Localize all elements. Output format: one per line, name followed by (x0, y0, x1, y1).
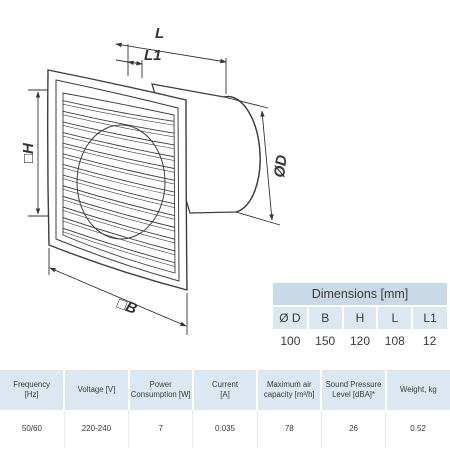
spec-value-air-capacity: 78 (256, 410, 322, 448)
spec-header-frequency: Frequency[Hz] (0, 370, 65, 410)
label-L: L (155, 25, 164, 42)
dimensions-table-value-row: 100 150 120 108 12 (273, 329, 447, 353)
grille-louvre (63, 99, 175, 123)
grille-louvre (63, 184, 175, 217)
dimension-value: 120 (349, 334, 370, 348)
dimension-key: H (341, 305, 378, 329)
grille-louvre (63, 141, 175, 170)
grille-louvre-edge (63, 103, 175, 127)
grille-louvre (63, 216, 175, 253)
grille-louvre-edge (63, 135, 175, 162)
dimensions-table-header-row: Ø D B H L L1 (273, 305, 447, 329)
label-B: □B (115, 295, 140, 318)
dimensions-table: Dimensions [mm] Ø D B H L L1 100 150 120… (273, 283, 447, 353)
dim-line-L1 (127, 60, 143, 66)
inlet-circle (76, 124, 166, 240)
dim-line-L (115, 42, 227, 64)
spec-value-weight: 0.52 (385, 410, 450, 448)
grille-louvre-edge (63, 145, 175, 174)
dimension-key: Ø D (273, 305, 308, 329)
dimension-key: B (306, 305, 343, 329)
dim-line-B (49, 267, 187, 327)
grille-louvre (63, 173, 175, 206)
dimension-key: L1 (411, 305, 447, 329)
dimension-value: 150 (315, 334, 336, 348)
spec-value-voltage: 220-240 (63, 410, 129, 448)
grille-louvre-edge (63, 166, 175, 197)
dimensions-table-title: Dimensions [mm] (273, 283, 447, 306)
grille-louvre (63, 131, 175, 158)
grille-louvre-edge (63, 177, 175, 209)
grille-louvre-edge (63, 113, 175, 138)
spec-header-current: Current[A] (191, 370, 258, 410)
grille-louvre-edge (63, 209, 175, 245)
fan-technical-drawing: L L1 □H □B ØD (20, 25, 291, 335)
grille-louvre (63, 110, 175, 135)
grille (63, 99, 175, 268)
label-H: □H (20, 142, 37, 163)
grille-louvre (63, 205, 175, 241)
grille-louvre (63, 194, 175, 229)
dimension-lines (28, 42, 281, 335)
spec-header-weight: Weight, kg (384, 370, 450, 410)
label-L1: L1 (144, 47, 162, 64)
spec-value-power: 7 (128, 410, 193, 448)
dim-line-D (260, 110, 274, 221)
grille-louvre-edge (63, 230, 175, 268)
dimension-key: L (376, 305, 413, 329)
dimension-value: 108 (384, 334, 405, 348)
spec-value-sound-level: 26 (320, 410, 386, 448)
grille-louvre-edge (63, 188, 175, 221)
spec-header-voltage: Voltage [V] (63, 370, 129, 410)
dimension-value: 12 (422, 334, 437, 348)
grille-louvre-edge (63, 198, 175, 233)
specifications-value-row: 50/60 220-240 7 0.035 78 26 0.52 (0, 410, 450, 448)
spec-value-frequency: 50/60 (21, 423, 42, 433)
spec-value-current: 0.035 (192, 410, 258, 448)
grille-louvre (63, 120, 175, 147)
label-D: ØD (271, 154, 291, 179)
dimension-value: 100 (280, 334, 301, 348)
grille-louvre-edge (63, 124, 175, 150)
grille-louvre (63, 226, 175, 265)
